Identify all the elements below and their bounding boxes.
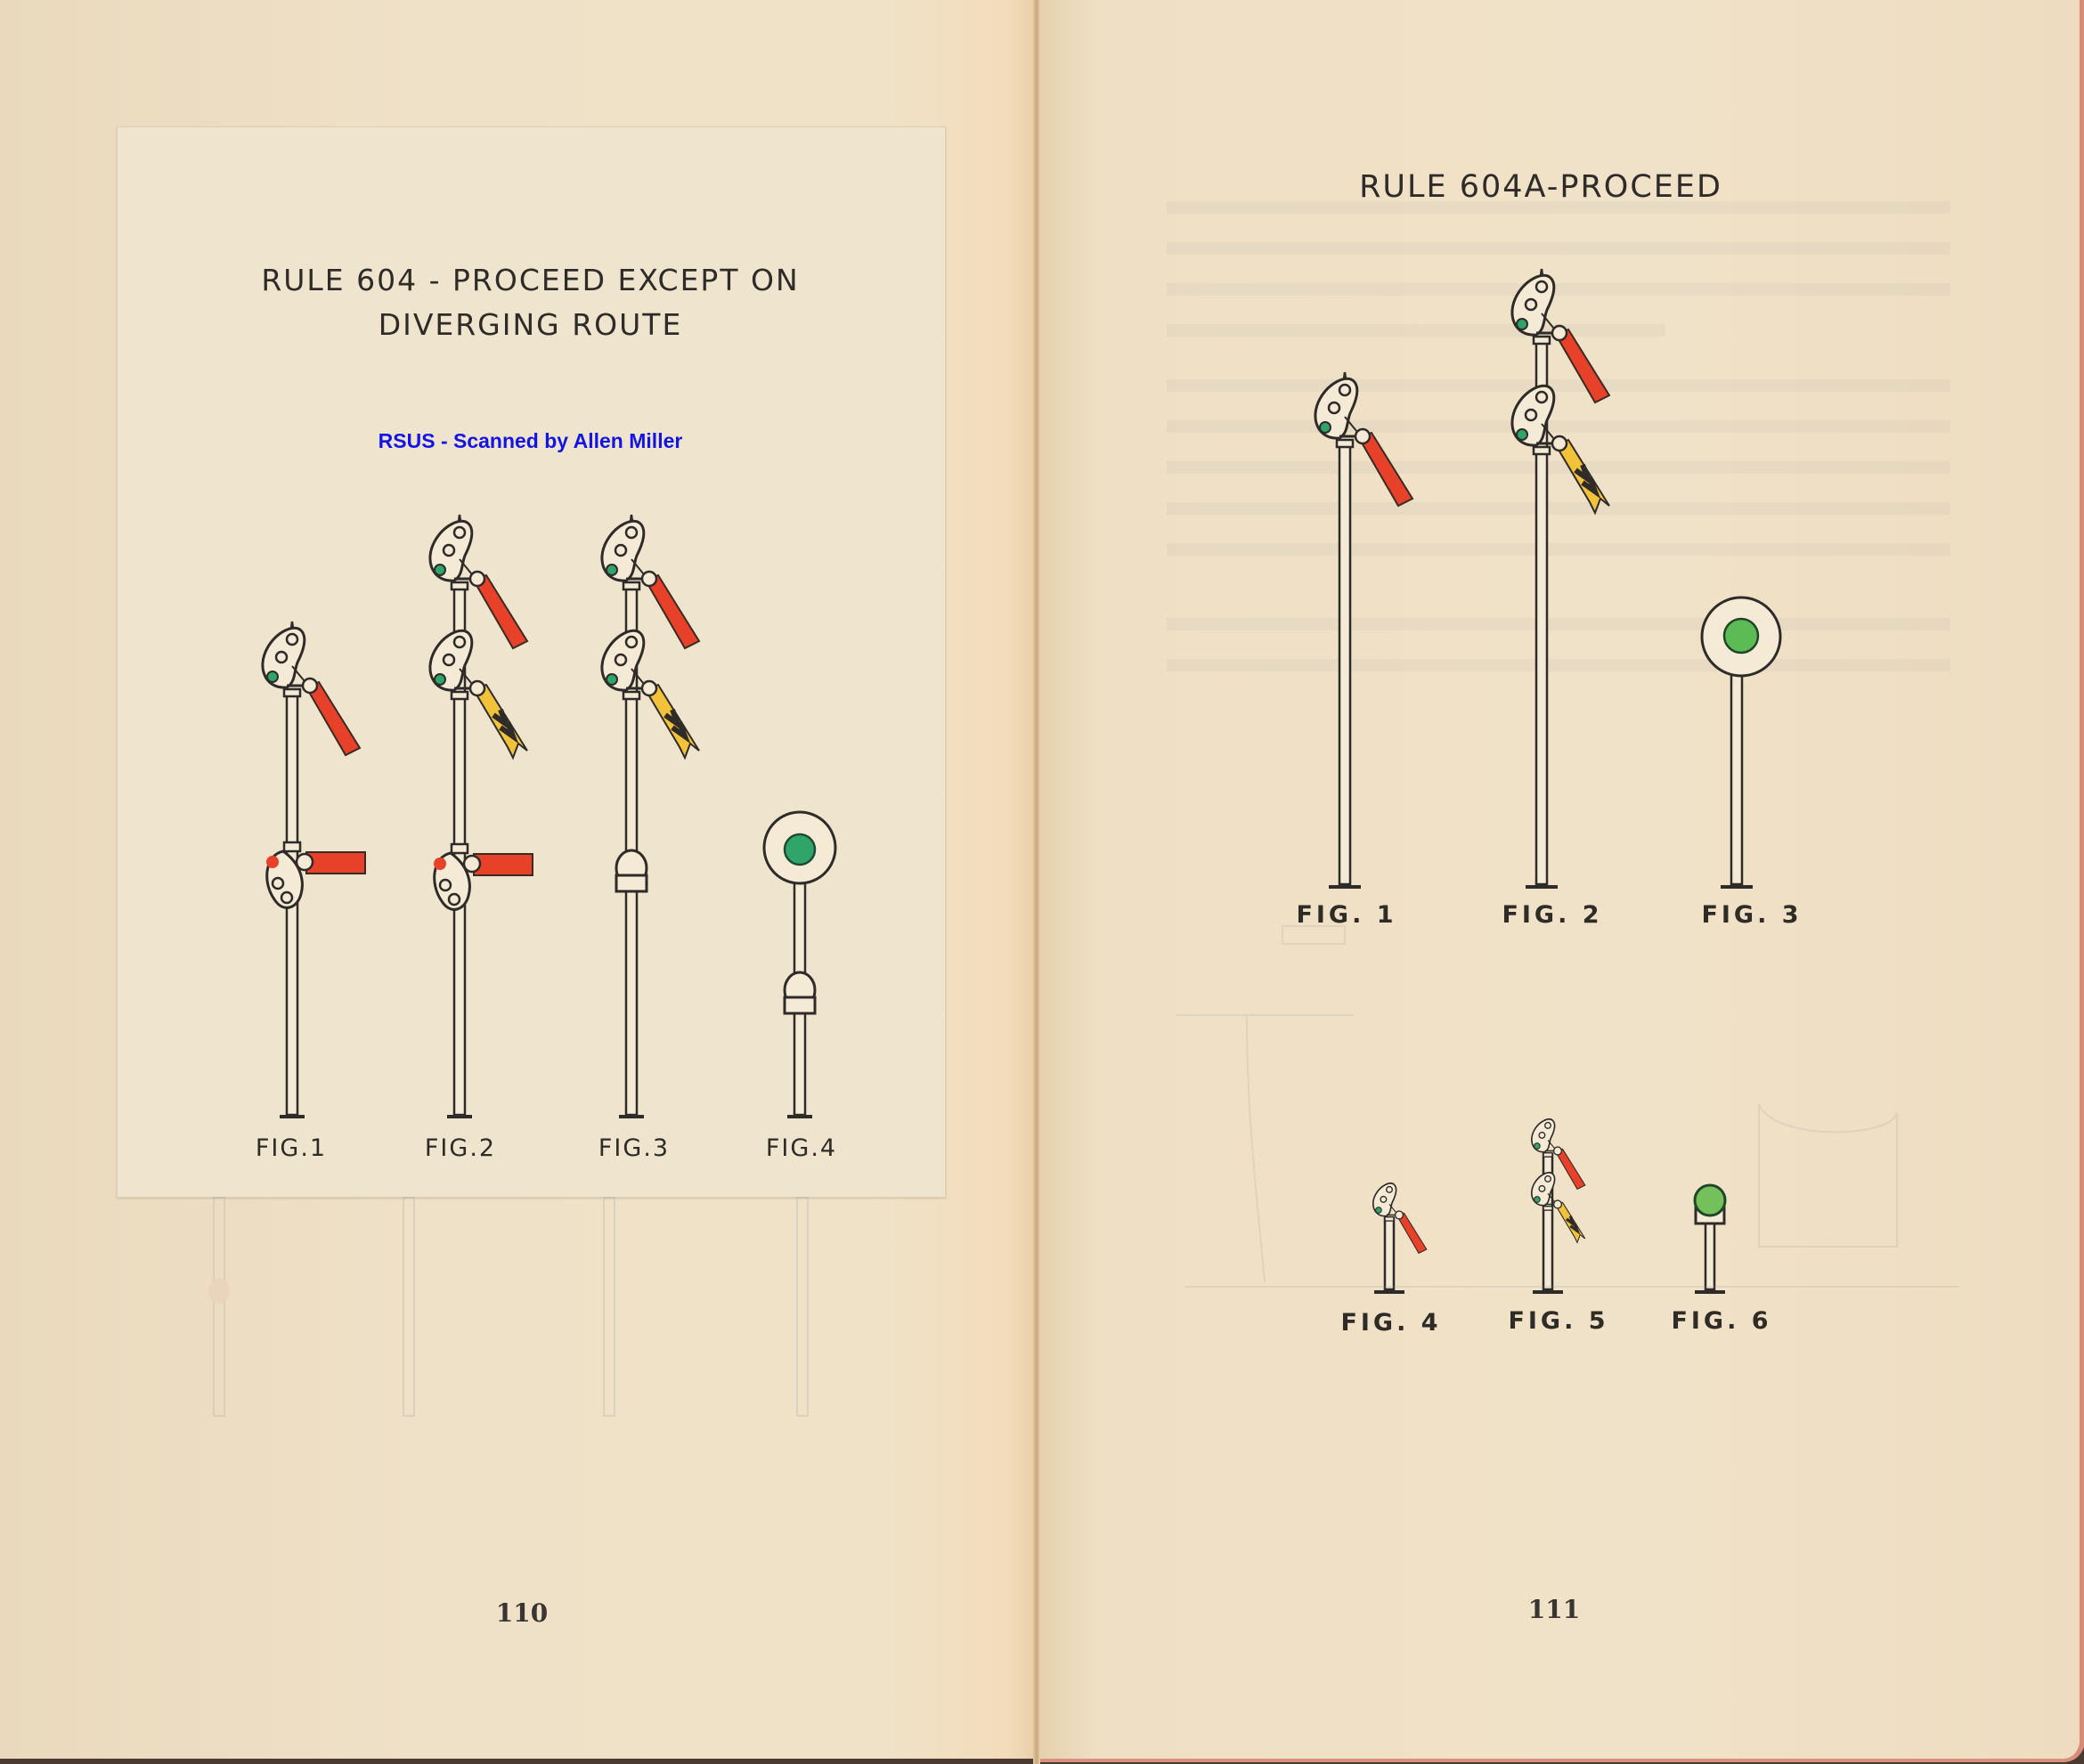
right-fig-4-signal bbox=[1372, 1183, 1428, 1294]
right-fig-5-signal bbox=[1530, 1118, 1587, 1294]
right-fig-2-signal bbox=[1510, 267, 1609, 889]
right-fig-6-signal bbox=[1693, 1183, 1727, 1294]
page-number-right: 111 bbox=[1527, 1595, 1581, 1624]
scan-credit: RSUS - Scanned by Allen Miller bbox=[378, 429, 683, 452]
rule-604-title-line2: DIVERGING ROUTE bbox=[378, 307, 683, 342]
right-fig-1-label: FIG. 1 bbox=[1296, 901, 1397, 929]
right-fig-1-signal bbox=[1314, 370, 1414, 889]
ghost-diagram bbox=[1176, 925, 1959, 1288]
left-fig-1-signal bbox=[261, 620, 367, 1118]
right-fig-4-label: FIG. 4 bbox=[1340, 1309, 1442, 1337]
right-fig-3-label: FIG. 3 bbox=[1701, 901, 1803, 929]
right-fig-5-label: FIG. 5 bbox=[1508, 1307, 1609, 1335]
book-spine bbox=[1033, 0, 1040, 1764]
left-fig-2-label: FIG.2 bbox=[424, 1134, 497, 1162]
figure-inset-card bbox=[117, 126, 946, 1198]
left-fig-1-label: FIG.1 bbox=[255, 1134, 328, 1162]
right-page bbox=[1038, 0, 2084, 1762]
right-fig-3-signal bbox=[1700, 596, 1782, 889]
page-number-left: 110 bbox=[495, 1598, 549, 1628]
ghost-masts bbox=[208, 1197, 809, 1417]
rule-604a-title: RULE 604A-PROCEED bbox=[1359, 169, 1722, 205]
right-fig-2-label: FIG. 2 bbox=[1502, 901, 1603, 929]
left-fig-3-label: FIG.3 bbox=[598, 1134, 671, 1162]
left-fig-2-signal bbox=[428, 513, 534, 1118]
rule-604-title: RULE 604 - PROCEED EXCEPT ON DIVERGING R… bbox=[117, 258, 944, 347]
left-fig-4-label: FIG.4 bbox=[765, 1134, 838, 1162]
left-fig-3-signal bbox=[600, 513, 699, 1118]
right-fig-6-label: FIG. 6 bbox=[1671, 1307, 1772, 1335]
left-fig-4-signal bbox=[762, 810, 837, 1118]
rule-604-title-line1: RULE 604 - PROCEED EXCEPT ON bbox=[261, 263, 800, 297]
